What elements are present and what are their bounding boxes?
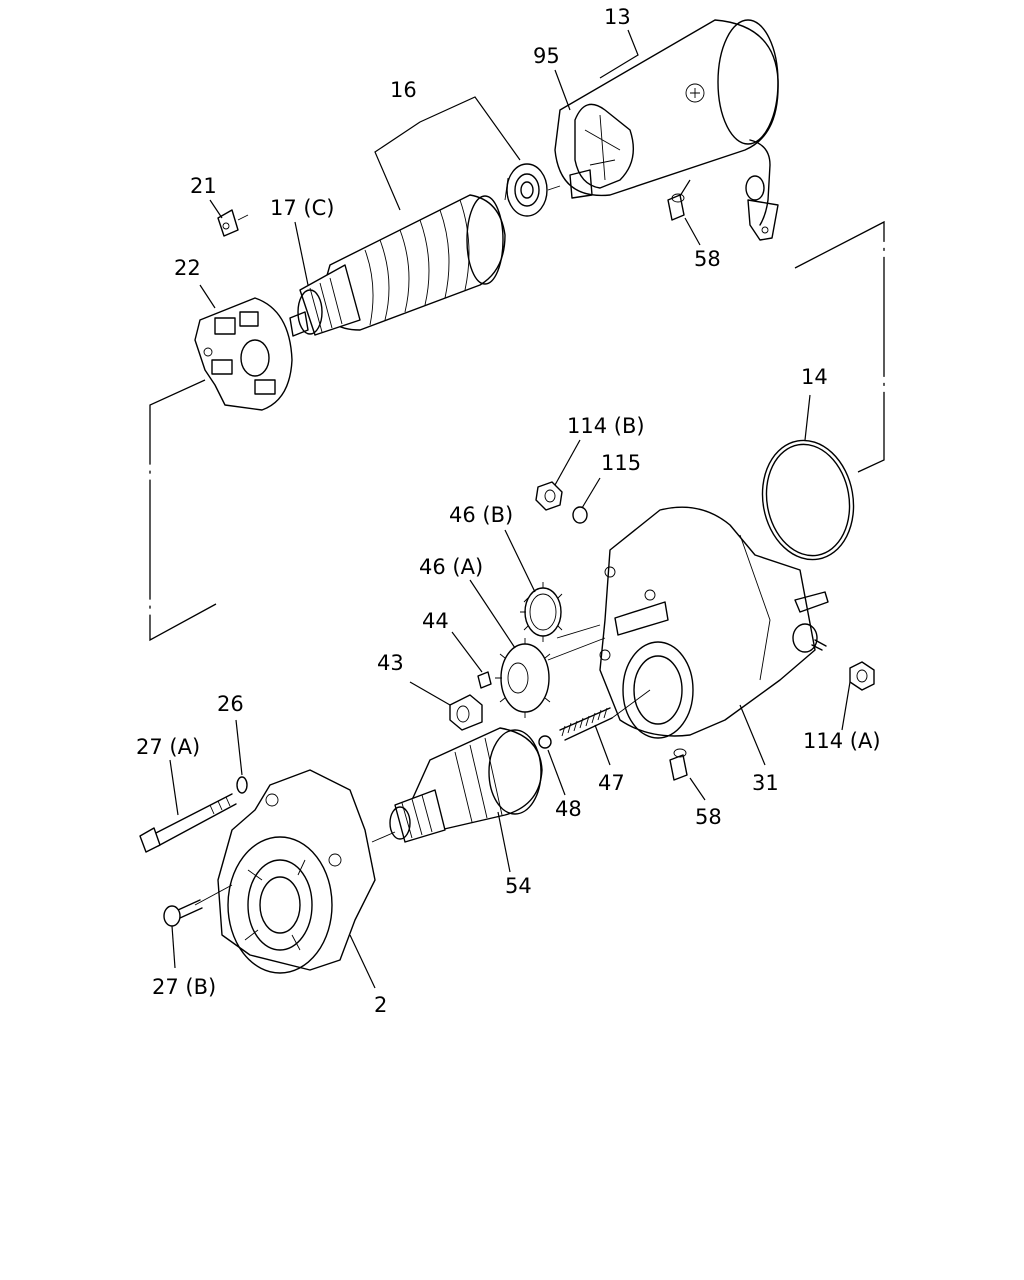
callout-58-bottom: 58: [695, 805, 722, 829]
part-14-o-ring-inner: [765, 443, 851, 557]
part-14-o-ring: [761, 439, 855, 561]
part-46a-gear: [495, 638, 551, 718]
callout-46b: 46 (B): [449, 503, 513, 527]
part-21-brush: [217, 209, 249, 237]
callout-27b: 27 (B): [152, 975, 216, 999]
part-44-pin: [477, 671, 492, 689]
callout-54: 54: [505, 874, 532, 898]
callout-47: 47: [598, 771, 625, 795]
part-13-yoke: [554, 19, 779, 241]
part-115-washer: [572, 506, 588, 524]
leader-lines: [169, 29, 851, 989]
part-27a-through-bolt: [139, 793, 237, 853]
part-114a-nut: [849, 661, 875, 691]
callout-27a: 27 (A): [136, 735, 200, 759]
part-58-top-screw: [667, 193, 685, 221]
callout-17c: 17 (C): [270, 196, 334, 220]
part-48-ball: [538, 735, 552, 749]
callout-31: 31: [752, 771, 779, 795]
callout-13: 13: [604, 5, 631, 29]
part-58-bottom-screw: [669, 748, 688, 781]
part-31-housing: [599, 506, 829, 739]
callout-labels: 13 95 16 21 17 (C) 22 58 14 114 (B) 115 …: [136, 5, 881, 1017]
callout-46a: 46 (A): [419, 555, 483, 579]
part-47-spring: [559, 707, 613, 741]
part-54-pinion-clutch: [389, 727, 543, 843]
alignment-lines: [149, 177, 885, 906]
callout-115: 115: [601, 451, 641, 475]
callout-43: 43: [377, 651, 404, 675]
callout-16: 16: [390, 78, 417, 102]
callout-48: 48: [555, 797, 582, 821]
part-46b-gear: [520, 582, 563, 642]
part-22-brush-holder: [194, 297, 293, 411]
callout-21: 21: [190, 174, 217, 198]
callout-95: 95: [533, 44, 560, 68]
callout-22: 22: [174, 256, 201, 280]
callout-26: 26: [217, 692, 244, 716]
part-27b-screw: [163, 899, 203, 927]
part-114b-nut: [535, 481, 563, 511]
part-43-retainer: [449, 694, 483, 731]
part-2-front-housing: [217, 769, 376, 974]
callout-44: 44: [422, 609, 449, 633]
callout-14: 14: [801, 365, 828, 389]
callout-2: 2: [374, 993, 387, 1017]
callout-114b: 114 (B): [567, 414, 645, 438]
callout-58-top: 58: [694, 247, 721, 271]
part-26-washer: [236, 776, 248, 794]
part-16-armature: [289, 163, 548, 337]
callout-114a: 114 (A): [803, 729, 881, 753]
